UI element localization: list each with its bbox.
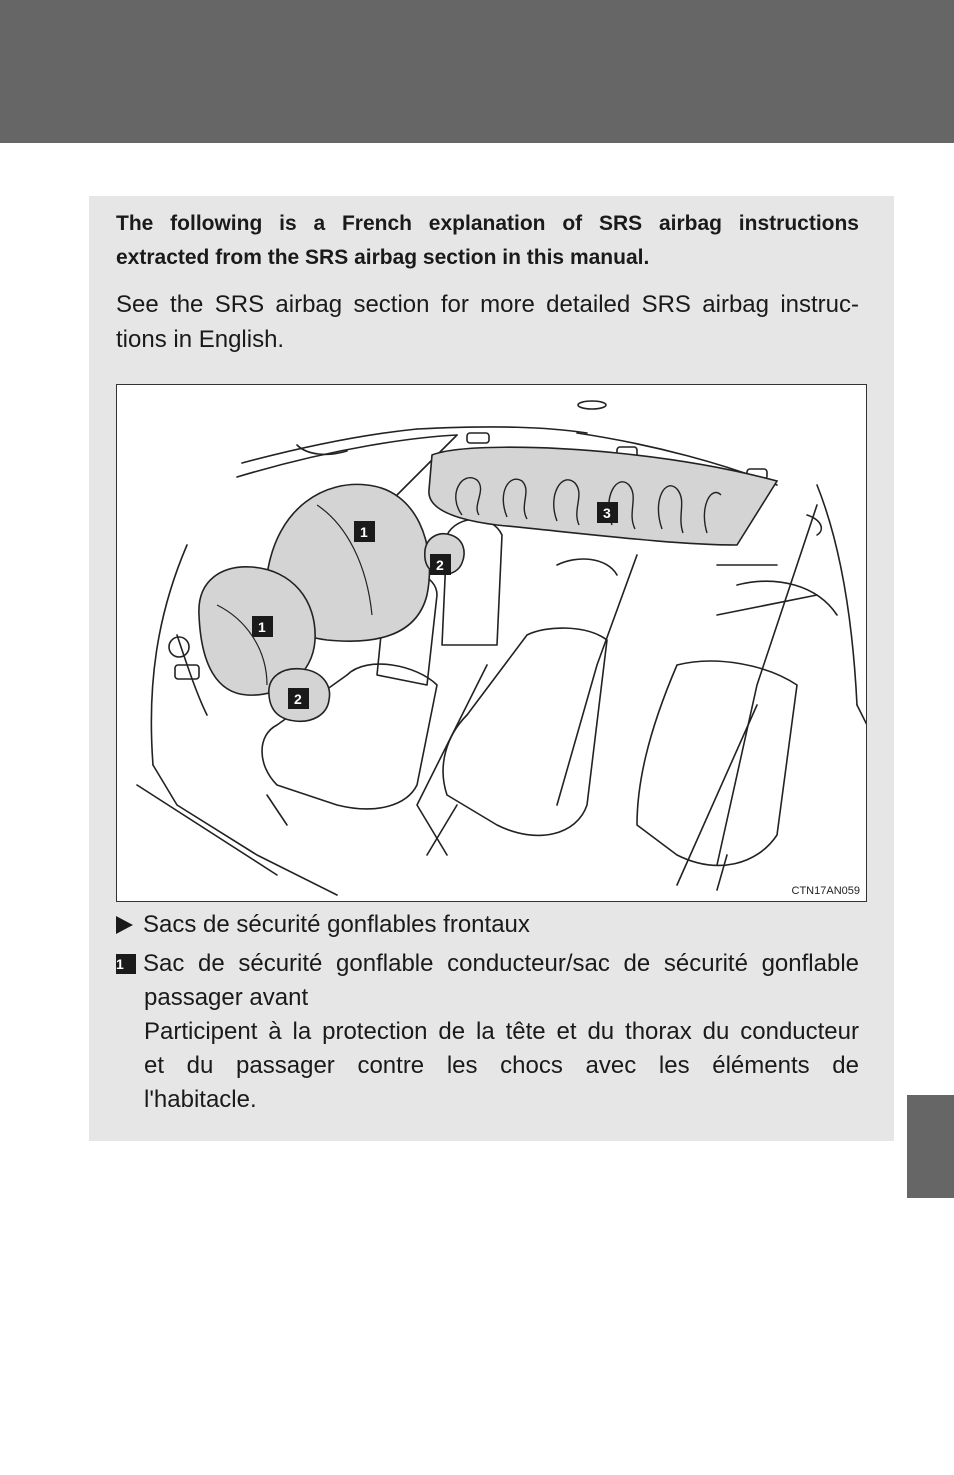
label-text-3: 3	[603, 505, 611, 521]
figure-label-badges: 1 1 2 2 3	[252, 502, 618, 709]
label-badge-1b	[252, 616, 273, 637]
caption-title-text: Sacs de sécurité gonflables frontaux	[143, 911, 530, 938]
caption-item-line-1-text: Sac de sécurité gonflable conducteur/sac…	[143, 950, 859, 977]
caption-item: 1 Sac de sécurité gonflable conducteur/sa…	[116, 947, 859, 1117]
label-text-1b: 1	[258, 619, 266, 635]
label-badge-2a	[430, 554, 451, 575]
caption-item-line-3: Participent à la protection de la tête e…	[144, 1018, 859, 1045]
intro-bold-line-2: extracted from the SRS airbag section in…	[116, 246, 650, 269]
label-badge-2b	[288, 688, 309, 709]
car-interior-drawing: 1 1 2 2 3	[136, 400, 866, 896]
right-triangle-icon	[116, 916, 133, 934]
number-1-icon: 1	[116, 954, 136, 974]
section-tab	[907, 1095, 954, 1198]
label-text-2b: 2	[294, 691, 302, 707]
curtain-airbag	[428, 446, 779, 546]
caption-item-line-2: passager avant	[144, 984, 309, 1011]
intro-bold-text: The following is a French explanation of…	[116, 207, 859, 275]
figure-code: CTN17AN059	[791, 885, 860, 897]
label-badge-3	[597, 502, 618, 523]
caption-title: Sacs de sécurité gonflables frontaux	[116, 908, 859, 942]
airbag-illustration: 1 1 2 2 3 CTN17AN059	[116, 384, 867, 902]
intro-plain-line-2: tions in English.	[116, 326, 285, 353]
intro-plain-text: See the SRS airbag section for more deta…	[116, 287, 859, 357]
label-text-1a: 1	[360, 524, 368, 540]
label-badge-1a	[354, 521, 375, 542]
label-text-2a: 2	[436, 557, 444, 573]
intro-bold-line-1: The following is a French explanation of…	[116, 212, 859, 235]
caption-item-line-5: l'habitacle.	[144, 1086, 257, 1113]
caption-item-line-4: et du passager contre les chocs avec les…	[144, 1052, 859, 1079]
header-band	[0, 0, 954, 143]
caption-item-line-1: 1 Sac de sécurité gonflable conducteur/sa…	[116, 947, 859, 981]
intro-plain-line-1: See the SRS airbag section for more deta…	[116, 291, 859, 318]
